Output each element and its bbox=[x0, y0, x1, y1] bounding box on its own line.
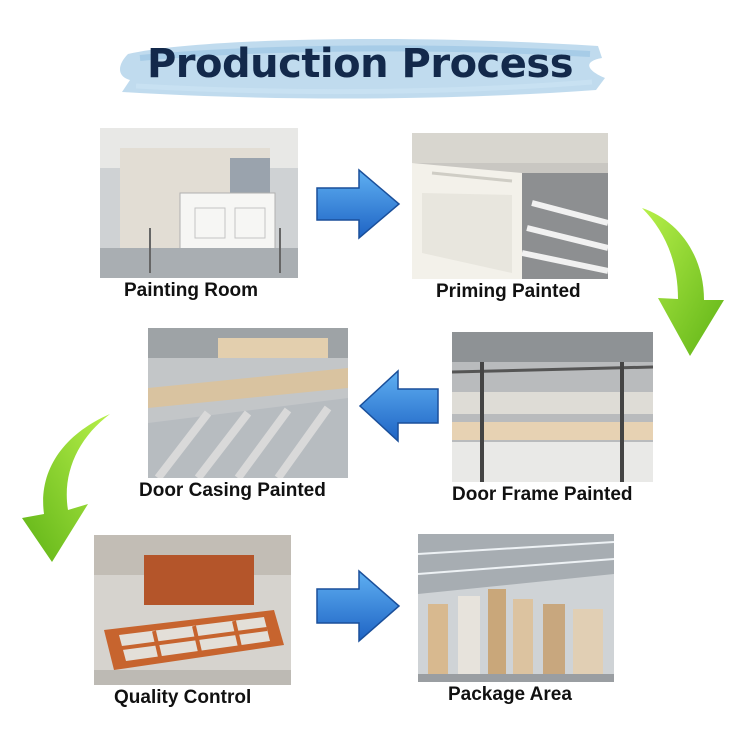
step-label-priming-painted: Priming Painted bbox=[436, 281, 581, 302]
step-label-door-frame-painted: Door Frame Painted bbox=[452, 484, 633, 505]
blue-arrow-right-icon bbox=[315, 168, 401, 244]
photo-door-frame-painted bbox=[452, 332, 653, 482]
green-curved-arrow-icon bbox=[18, 408, 118, 572]
page-title: Production Process bbox=[146, 41, 574, 87]
blue-arrow-right-icon bbox=[315, 569, 401, 647]
photo-quality-control bbox=[94, 535, 291, 685]
step-label-quality-control: Quality Control bbox=[114, 687, 252, 708]
step-label-package-area: Package Area bbox=[448, 684, 572, 705]
photo-package-area bbox=[418, 534, 614, 682]
brush-stroke-icon bbox=[120, 39, 605, 99]
photo-door-casing-painted bbox=[148, 328, 348, 478]
step-label-door-casing-painted: Door Casing Painted bbox=[139, 480, 326, 501]
green-curved-arrow-icon bbox=[638, 200, 738, 364]
photo-priming-painted bbox=[412, 133, 608, 279]
title-banner: Production Process bbox=[110, 28, 610, 108]
photo-painting-room bbox=[100, 128, 298, 278]
blue-arrow-left-icon bbox=[358, 369, 440, 447]
step-label-painting-room: Painting Room bbox=[124, 280, 259, 301]
